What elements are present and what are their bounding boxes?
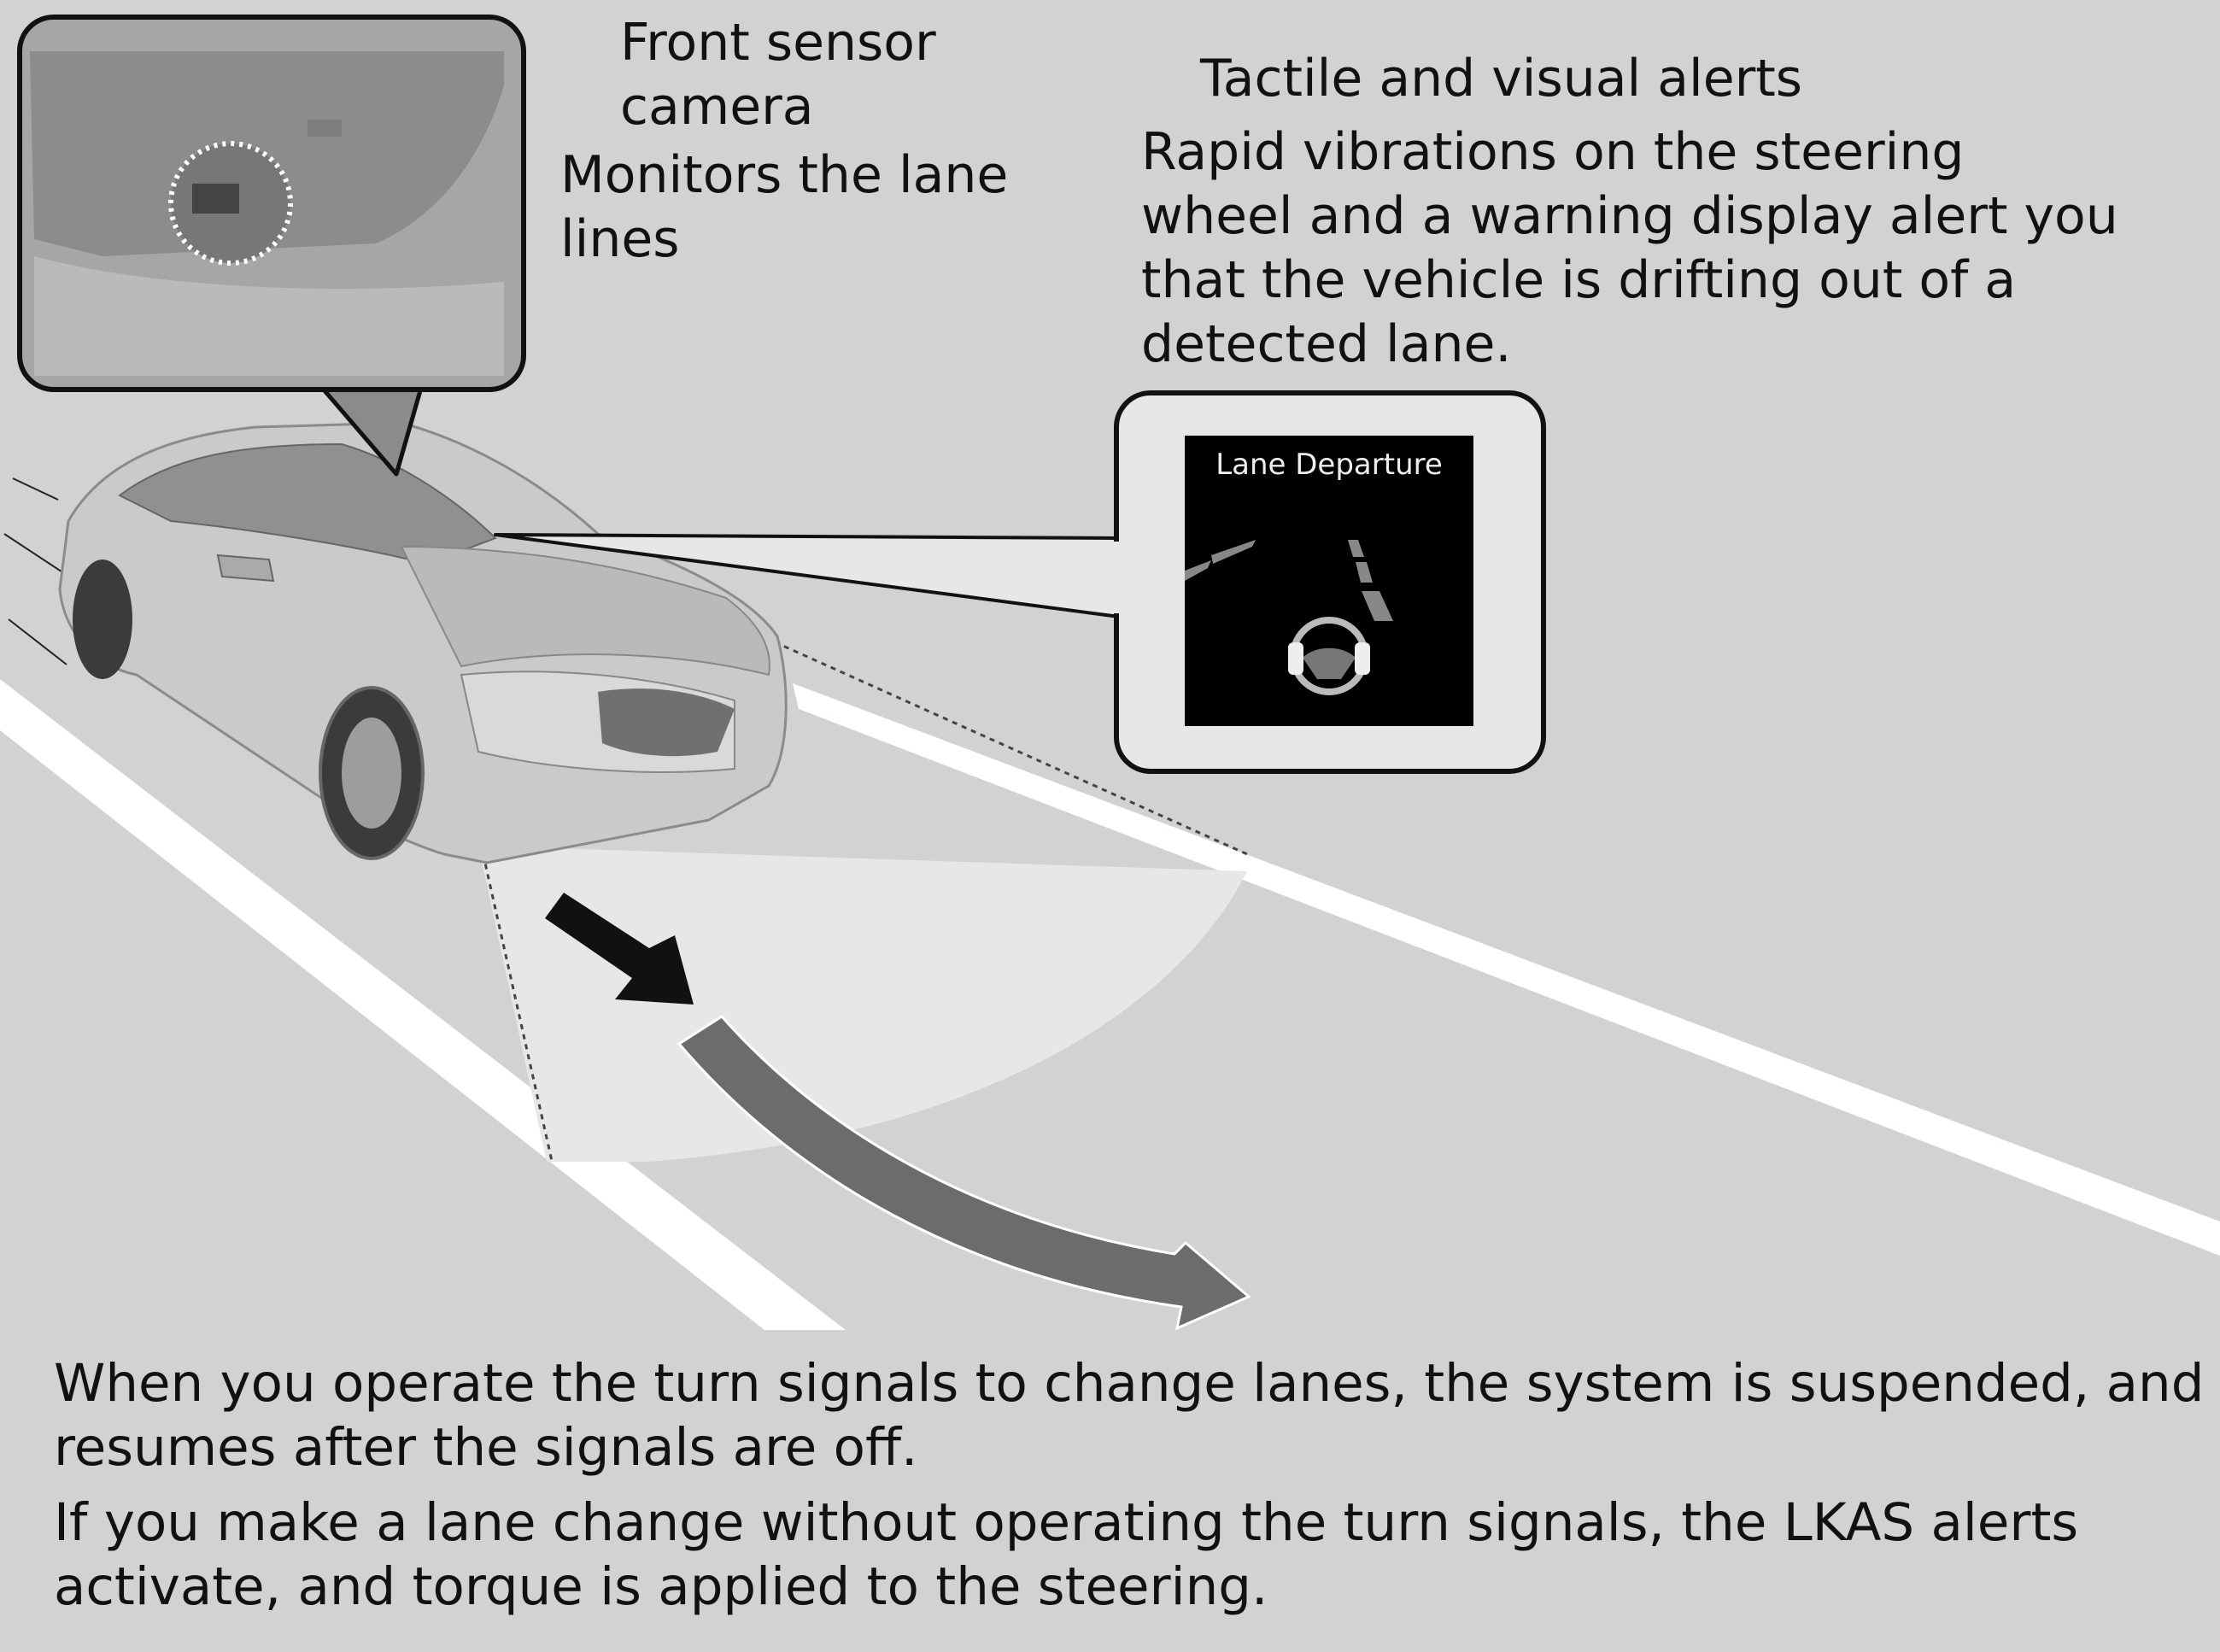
alerts-desc-line3: that the vehicle is drifting out of a (1141, 250, 2016, 310)
steering-wheel-vibration-icon (1288, 617, 1370, 695)
detection-area (478, 846, 1247, 1162)
car (58, 421, 788, 864)
alerts-title: Tactile and visual alerts (1199, 49, 1802, 108)
left-lane-marker (1211, 540, 1256, 564)
camera-inset (17, 15, 526, 477)
alerts-desc-line1: Rapid vibrations on the steering (1141, 122, 1964, 182)
camera-title-line2: camera (620, 77, 814, 137)
footer-line3: If you make a lane change without operat… (54, 1492, 2078, 1553)
footer-line1: When you operate the turn signals to cha… (54, 1353, 2204, 1414)
camera-desc-line2: lines (560, 209, 680, 269)
right-lane-marker (1348, 540, 1364, 557)
camera-desc-line1: Monitors the lane (560, 145, 1008, 205)
footer-line2: resumes after the signals are off. (54, 1417, 917, 1478)
camera-title-line1: Front sensor (620, 13, 936, 73)
display-label: Lane Departure (1215, 448, 1443, 482)
alerts-desc-line2: wheel and a warning display alert you (1141, 186, 2118, 246)
lane-departure-display: Lane Departure (1185, 436, 1473, 726)
alerts-desc-line4: detected lane. (1141, 314, 1511, 374)
footer-line4: activate, and torque is applied to the s… (54, 1556, 1268, 1617)
lane-drift-path-arrow (677, 1015, 1251, 1331)
drift-direction-arrow (545, 893, 694, 1005)
left-lane-line (0, 679, 846, 1330)
right-lane-line (793, 683, 2220, 1256)
